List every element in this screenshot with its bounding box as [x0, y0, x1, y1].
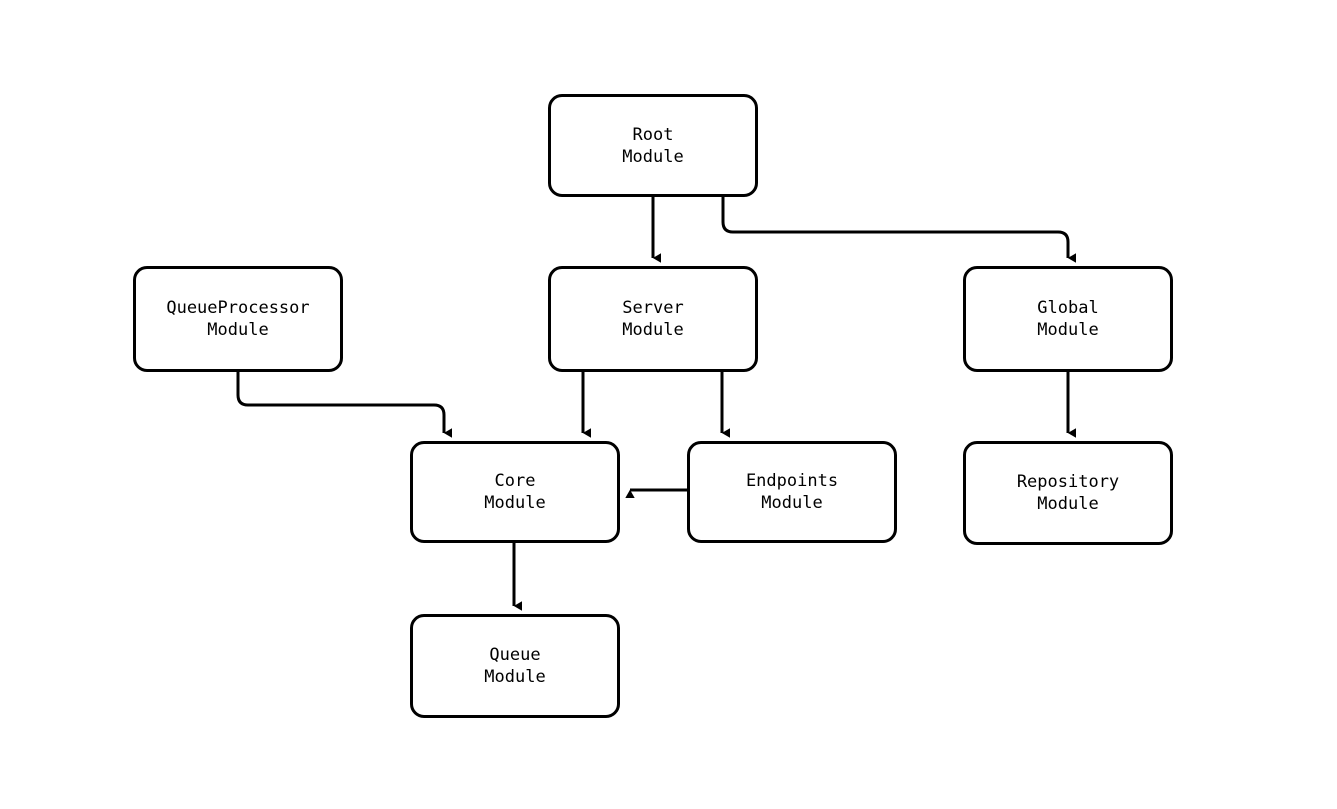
node-core[interactable]: Core Module	[410, 441, 620, 543]
edge-queueprocessor-to-core	[236, 372, 453, 438]
node-label-global: Global Module	[1037, 298, 1099, 340]
node-queue[interactable]: Queue Module	[410, 614, 620, 718]
node-label-endpoints: Endpoints Module	[745, 471, 839, 513]
node-endpoints[interactable]: Endpoints Module	[687, 441, 897, 543]
node-queueprocessor[interactable]: QueueProcessor Module	[133, 266, 343, 372]
node-label-root: Root Module	[622, 124, 684, 167]
node-repository[interactable]: Repository Module	[963, 441, 1173, 545]
node-label-queue: Queue Module	[484, 645, 546, 687]
node-label-repository: Repository Module	[1016, 472, 1120, 514]
node-label-core: Core Module	[484, 471, 546, 513]
node-global[interactable]: Global Module	[963, 266, 1173, 372]
node-label-queueprocessor: QueueProcessor Module	[166, 298, 310, 340]
node-root[interactable]: Root Module	[548, 94, 758, 197]
edge-root-to-global	[721, 197, 1077, 263]
node-server[interactable]: Server Module	[548, 266, 758, 372]
node-label-server: Server Module	[622, 298, 684, 340]
